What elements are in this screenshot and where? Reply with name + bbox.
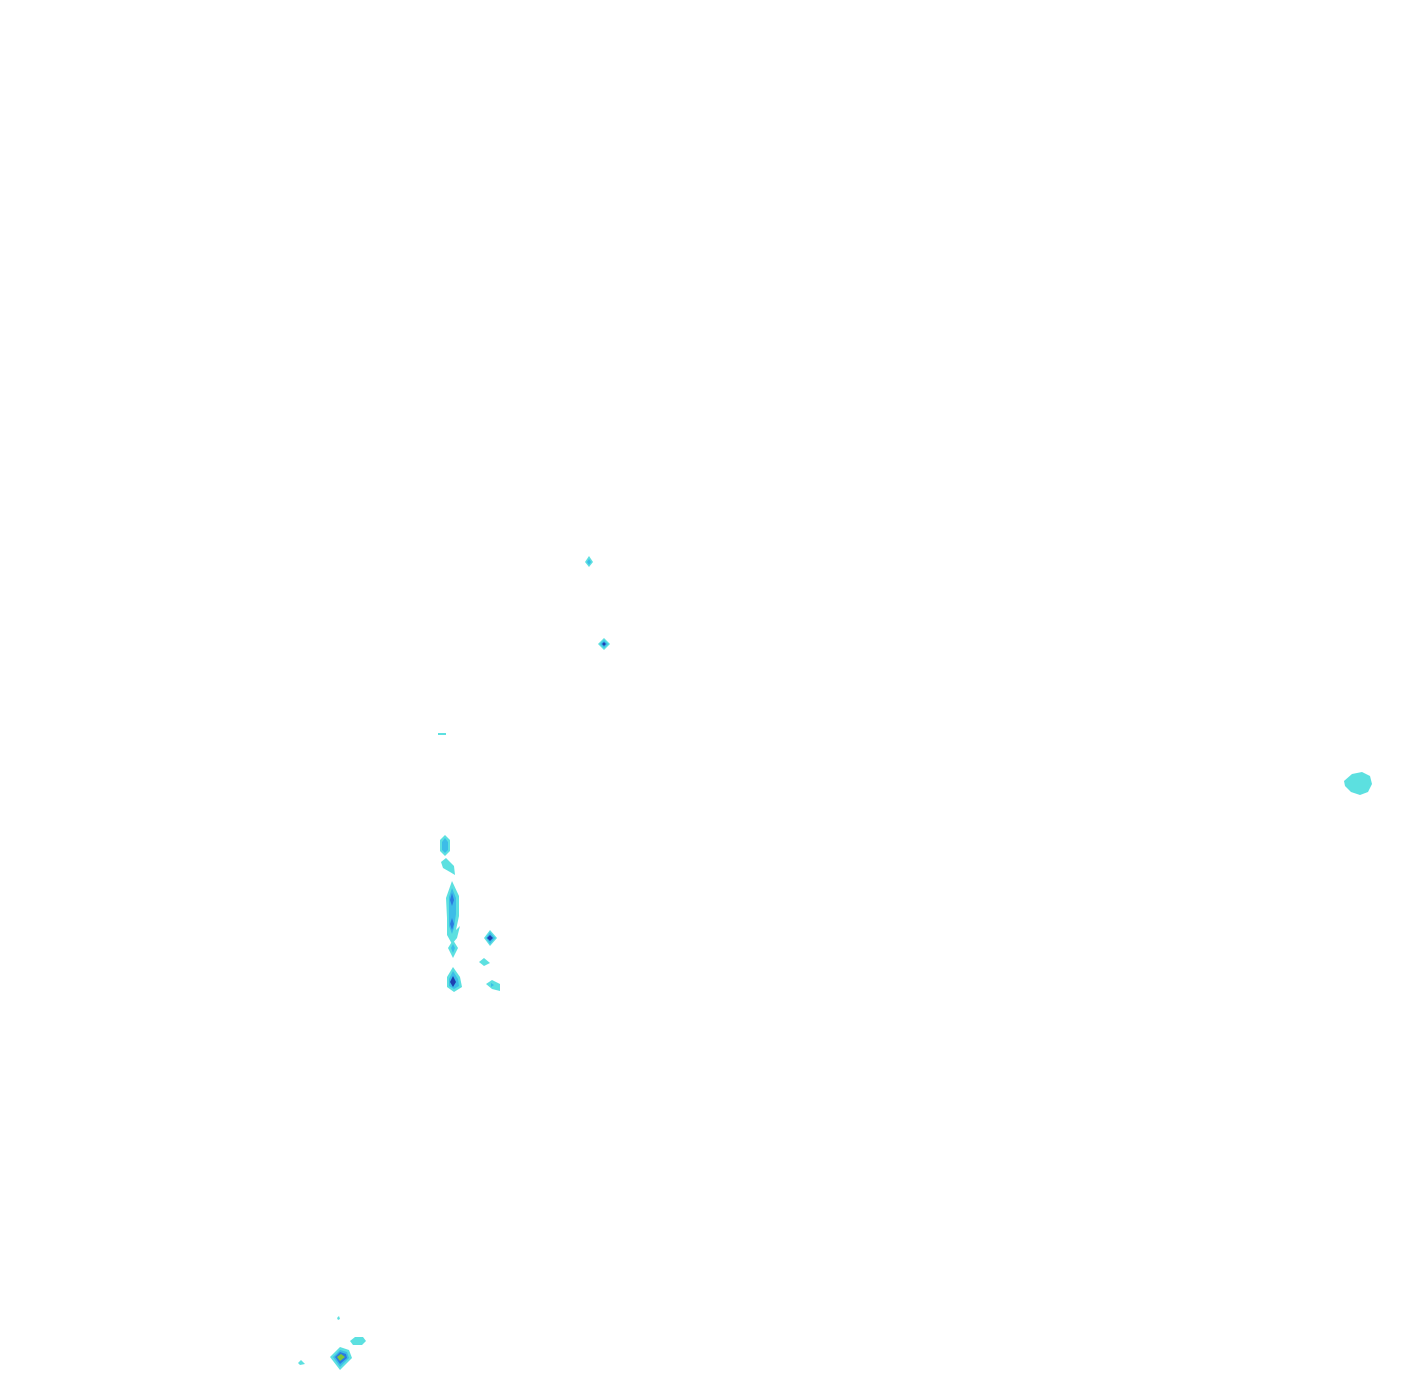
contour-blob <box>441 858 455 875</box>
contour-blob <box>448 940 458 958</box>
contour-blob <box>440 835 450 856</box>
contour-blob <box>446 881 460 944</box>
contour-blob <box>479 958 490 966</box>
contour-blob <box>447 967 462 992</box>
contour-blob <box>438 733 446 735</box>
contour-mid-level <box>587 559 591 565</box>
contour-core-level <box>450 976 456 987</box>
contour-blob <box>585 556 593 567</box>
contour-blob <box>350 1337 366 1345</box>
contour-core-level <box>602 642 606 646</box>
contour-blob <box>298 1360 305 1365</box>
contour-mid-level <box>451 944 455 953</box>
contour-inner-level <box>450 893 454 906</box>
contour-outer-level <box>350 1337 366 1345</box>
contour-blob <box>598 638 610 650</box>
contour-blob <box>1344 772 1372 795</box>
contour-mid-level <box>442 838 448 853</box>
contour-outer-level <box>337 1316 340 1320</box>
contour-blob <box>330 1347 352 1370</box>
contour-outer-level <box>479 958 490 966</box>
contour-mid-level <box>491 983 494 987</box>
contour-blob <box>484 930 497 946</box>
contour-blob <box>337 1316 340 1320</box>
contour-inner-level <box>450 918 454 930</box>
contour-outer-level <box>1344 772 1372 795</box>
contour-outer-level <box>441 858 455 875</box>
contour-outer-level <box>438 733 446 735</box>
contour-outer-level <box>298 1360 305 1365</box>
contour-peak-level <box>337 1354 345 1361</box>
contour-core-level <box>487 935 493 941</box>
contour-blob <box>486 980 500 991</box>
